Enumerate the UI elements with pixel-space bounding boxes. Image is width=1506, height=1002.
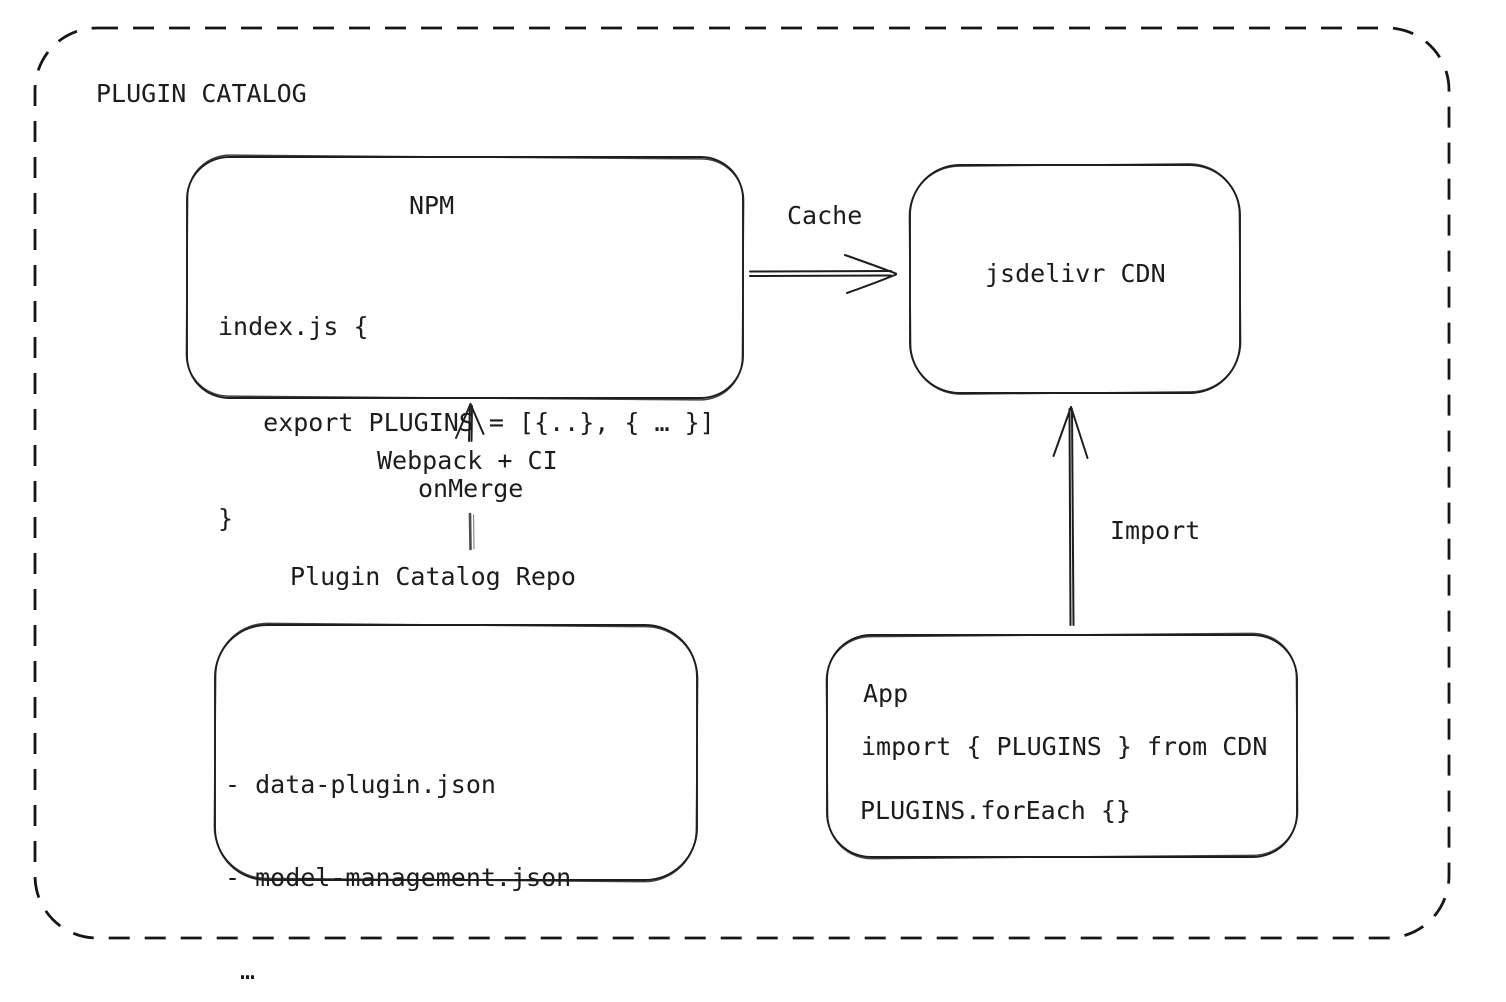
npm-code-line-1: index.js { [218, 312, 369, 341]
build-edge-label-line1: Webpack + CI [377, 446, 558, 475]
cache-arrow [749, 254, 897, 294]
npm-code-block: index.js { export PLUGINS = [{..}, { … }… [218, 247, 715, 599]
app-node-title: App [863, 679, 909, 708]
repo-file-item-ellipsis: … [225, 956, 256, 985]
diagram-title: PLUGIN CATALOG [96, 79, 307, 108]
npm-code-line-3: } [218, 504, 234, 533]
repo-file-list: - data-plugin.json - model-management.js… [225, 707, 571, 1002]
build-edge-label-line2: onMerge [418, 474, 524, 503]
import-arrow [1052, 406, 1089, 626]
catalog-boundary-box [33, 26, 1451, 940]
app-code-line-2: PLUGINS.forEach {} [860, 796, 1131, 825]
npm-node-box [185, 154, 745, 401]
repo-node-heading: Plugin Catalog Repo [290, 562, 576, 591]
app-node-box [825, 632, 1299, 860]
repo-node-box [213, 622, 699, 883]
repo-file-item-2: - model-management.json [225, 863, 572, 892]
npm-node-title: NPM [409, 191, 455, 220]
cdn-node-label: jsdelivr CDN [985, 259, 1166, 288]
webpack-ci-arrow [455, 403, 485, 442]
repo-to-build-connector-line [468, 512, 475, 551]
app-code-line-1: import { PLUGINS } from CDN [861, 732, 1268, 761]
cache-edge-label: Cache [787, 201, 863, 230]
cdn-node-box [908, 163, 1242, 395]
repo-file-item-1: - data-plugin.json [225, 770, 496, 799]
npm-code-line-2: export PLUGINS = [{..}, { … }] [218, 408, 715, 437]
import-edge-label: Import [1110, 516, 1201, 545]
